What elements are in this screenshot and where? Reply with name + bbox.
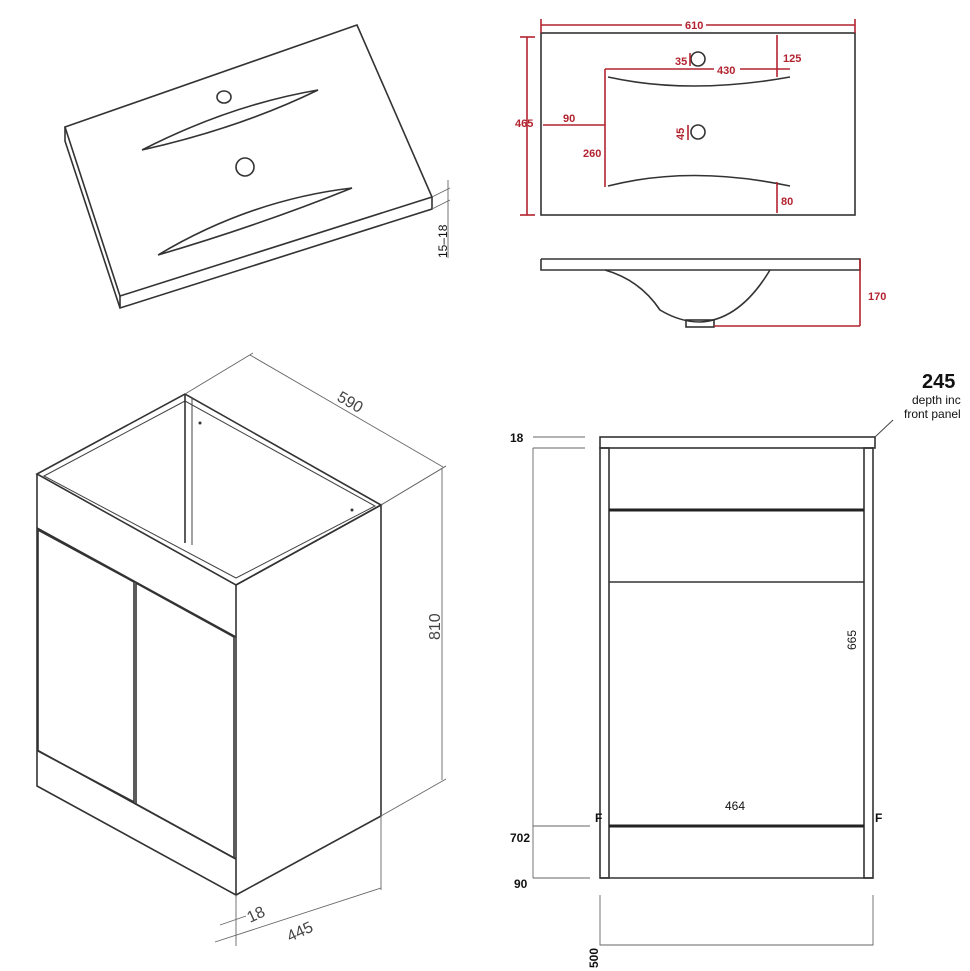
thickness-ext-bottom — [431, 199, 451, 210]
side-offset-label: 90 — [563, 113, 575, 125]
basin-plan-outline — [540, 32, 856, 216]
lower-height-label: 702 — [510, 831, 530, 845]
cabinet-side — [235, 503, 382, 896]
bowl-back-edge — [141, 89, 319, 151]
fixing-dot — [350, 508, 354, 512]
foot-marker-left: F — [595, 811, 602, 825]
section-bowl — [604, 269, 771, 323]
basin-width-label-bg — [714, 63, 740, 76]
right-side-panel — [863, 447, 874, 879]
basin-width-label: 430 — [717, 65, 735, 77]
tap-hole-label: 35 — [675, 56, 687, 68]
basin-top-surface — [63, 24, 434, 298]
basin-isometric-view: 15–18 — [63, 24, 451, 310]
cabinet-front — [36, 474, 237, 897]
left-door — [37, 528, 135, 804]
height-label: 810 — [427, 613, 444, 640]
thickness-label: 15–18 — [436, 224, 450, 258]
waste-hole-icon — [235, 157, 255, 177]
top-depth-label: 245 — [922, 371, 955, 393]
depth-label: 445 — [285, 919, 316, 946]
cabinet-front-view: 245 depth inc front panel F F 665 464 18… — [510, 371, 961, 968]
back-offset-label: 125 — [783, 53, 801, 65]
depth-note-line-2: front panel — [904, 407, 961, 421]
tap-hole-plan-icon — [690, 51, 706, 67]
bowl-front-edge — [157, 187, 353, 256]
bowl-front-curve — [607, 174, 791, 187]
plinth-label: 90 — [514, 877, 528, 891]
basin-plan-view: 610 465 35 430 125 90 260 45 80 — [515, 18, 856, 216]
width-label-bg — [682, 18, 706, 31]
width-label: 610 — [685, 20, 703, 32]
section-height-label: 170 — [868, 291, 886, 303]
waste-hole-plan-icon — [690, 124, 706, 140]
top-thickness-label: 18 — [510, 431, 524, 445]
section-top — [540, 258, 861, 271]
width-dim-line — [249, 354, 444, 468]
inner-height-label: 665 — [845, 630, 859, 650]
basin-section-view: 170 — [540, 258, 886, 328]
waste-hole-label: 45 — [675, 128, 687, 140]
section-waste — [685, 319, 715, 328]
cabinet-isometric-view: 590 810 445 18 — [35, 352, 447, 946]
panel-label: 18 — [245, 904, 268, 927]
right-door — [135, 581, 235, 860]
foot-marker-right: F — [875, 811, 882, 825]
panel-dim-line — [219, 915, 247, 926]
cabinet-top-inner — [42, 400, 377, 579]
worktop — [599, 436, 876, 449]
tap-hole-icon — [216, 90, 232, 104]
front-offset-label: 80 — [781, 196, 793, 208]
bowl-back-curve — [607, 76, 791, 87]
thickness-ext-top — [431, 187, 451, 198]
depth-note-line-1: depth inc — [912, 393, 961, 407]
fixing-dot — [198, 421, 202, 425]
inner-width-label: 464 — [725, 799, 745, 813]
basin-depth-label: 260 — [583, 148, 601, 160]
depth-dim-line — [214, 887, 382, 943]
basin-edge — [64, 127, 433, 310]
depth-leader — [874, 419, 894, 438]
height-ext-bottom — [380, 778, 447, 817]
width-dim — [599, 895, 874, 946]
height-ext-top — [380, 465, 447, 506]
width-label: 500 — [587, 948, 601, 968]
depth-label: 465 — [515, 118, 533, 130]
width-ext-left — [184, 352, 254, 395]
